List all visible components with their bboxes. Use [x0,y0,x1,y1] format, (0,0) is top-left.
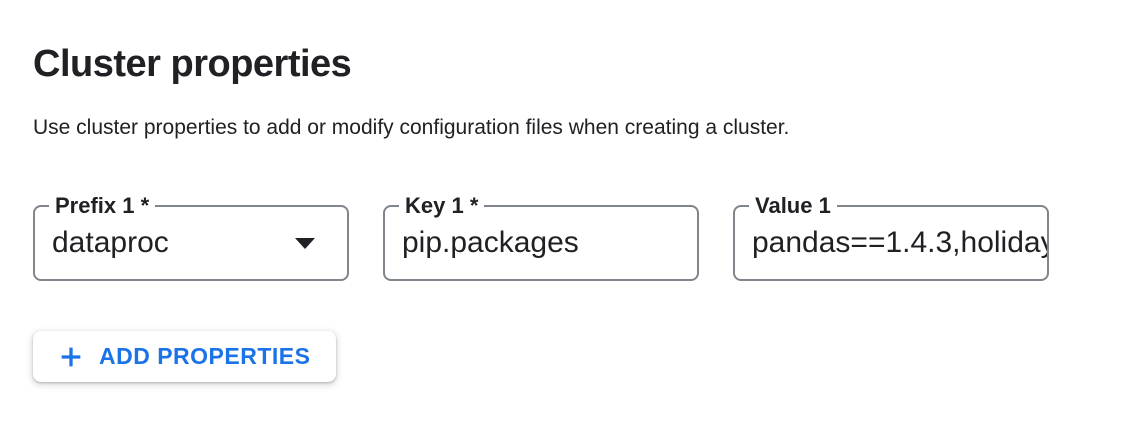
prefix-1-selected-value: dataproc [52,226,169,259]
prefix-1-label: Prefix 1 * [49,193,156,219]
key-1-input[interactable]: Key 1 * pip.packages [383,193,699,281]
key-1-value: pip.packages [402,226,579,259]
prefix-1-dropdown[interactable]: Prefix 1 * dataproc [33,193,349,281]
page-title: Cluster properties [33,43,352,86]
add-properties-label: ADD PROPERTIES [99,343,311,369]
value-1-value: pandas==1.4.3,holiday [752,226,1047,259]
value-1-label: Value 1 [749,193,837,219]
caret-down-icon[interactable] [295,238,315,249]
value-1-input[interactable]: Value 1 pandas==1.4.3,holiday [733,193,1049,281]
add-properties-button[interactable]: ADD PROPERTIES [33,331,337,382]
property-fields-row: Prefix 1 * dataproc Key 1 * pip.packages… [33,193,1049,281]
page-description: Use cluster properties to add or modify … [33,116,790,139]
plus-icon [61,347,81,366]
key-1-label: Key 1 * [399,193,485,219]
